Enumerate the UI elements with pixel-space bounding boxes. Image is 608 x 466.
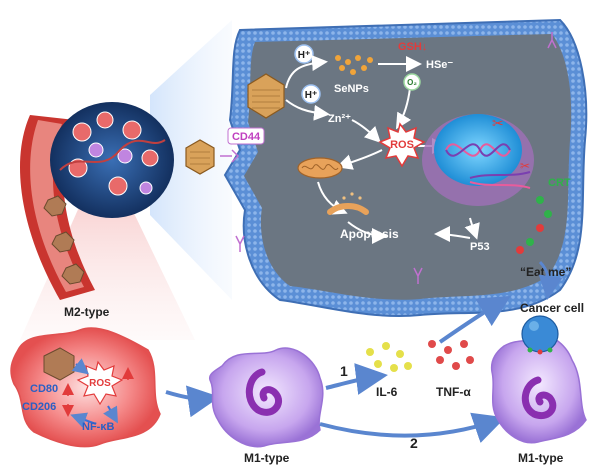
scissors-icon-2: ✂: [520, 159, 530, 173]
senps-label: SeNPs: [334, 83, 369, 95]
il6-particles: [366, 342, 412, 372]
m2-macrophage: ROS CD80 CD206 NF-κB: [10, 327, 161, 448]
m1-type-mid-label: M1-type: [244, 451, 290, 465]
h-plus-ion-2: H⁺: [301, 84, 321, 104]
cancer-cell-label: Cancer cell: [520, 301, 584, 315]
blood-vessel: [20, 115, 95, 300]
arrow-nucleus-to-p53: [464, 217, 480, 240]
arrow-cell-to-cancer-cell: [538, 260, 563, 300]
h-plus-label-1: H⁺: [298, 50, 311, 61]
arrow-cytokines-to-cancer: [438, 295, 511, 344]
arrow-zn-to-ros: [351, 119, 381, 143]
arrow-to-apoptosis: [347, 221, 388, 244]
ros-m2-label: ROS: [89, 378, 111, 389]
ros-cell-label: ROS: [390, 139, 414, 151]
membrane-receptors: [235, 32, 557, 284]
damaged-mitochondrion: [327, 192, 369, 215]
h-plus-ion-1: H⁺: [294, 44, 314, 64]
arrow-path-2: [319, 412, 506, 443]
crt-markers: [516, 196, 552, 254]
cancer-cell-sphere: [521, 315, 559, 355]
arrow-mito-to-damaged: [317, 181, 348, 215]
path-2-label: 2: [410, 435, 418, 451]
arrow-m2-to-m1: [165, 385, 220, 418]
o2-bubble: O₂: [403, 73, 421, 91]
senps-cluster: [335, 55, 373, 75]
arrow-path-1: [325, 363, 388, 395]
cd206-label: CD206: [22, 401, 56, 413]
m1-macrophage-mid: [208, 347, 324, 448]
tnfa-label: TNF-α: [436, 385, 471, 399]
crt-label: CRT: [548, 177, 571, 189]
cd44-label: CD44: [232, 131, 261, 143]
m2-type-label: M2-type: [64, 305, 110, 319]
zn-label: Zn²⁺: [328, 113, 351, 125]
arrow-ros-to-mito: [336, 149, 383, 170]
arrow-crystal-to-zn: [285, 99, 330, 121]
senp-particle-outside: [185, 139, 215, 175]
nfkb-label: NF-κB: [82, 421, 114, 433]
cd44-receptor: CD44: [220, 127, 265, 163]
scissors-icon: ✂: [492, 117, 504, 132]
ros-burst-cell: ROS: [378, 122, 426, 168]
arrow-crystal-to-senps: [285, 55, 328, 89]
nucleus: ✂: [422, 114, 534, 206]
er-dna: ✂: [469, 159, 531, 189]
zoom-cone-m2: [20, 205, 195, 340]
il6-label: IL-6: [376, 385, 398, 399]
arrow-p53-to-apoptosis: [434, 226, 471, 243]
p53-label: P53: [470, 241, 490, 253]
h-plus-label-2: H⁺: [305, 90, 318, 101]
apoptosis-label: Apoptosis: [340, 227, 399, 241]
tnfa-particles: [428, 340, 474, 370]
o2-label: O₂: [407, 78, 417, 87]
m1-type-right-label: M1-type: [518, 451, 564, 465]
senp-particle-inside: [247, 73, 285, 119]
gsh-label: GSH↓: [398, 41, 427, 53]
mitochondrion: [297, 157, 343, 179]
cd80-label: CD80: [30, 383, 58, 395]
hse-label: HSe⁻: [426, 59, 453, 71]
tumor-mass: [50, 102, 174, 218]
path-1-label: 1: [340, 363, 348, 379]
